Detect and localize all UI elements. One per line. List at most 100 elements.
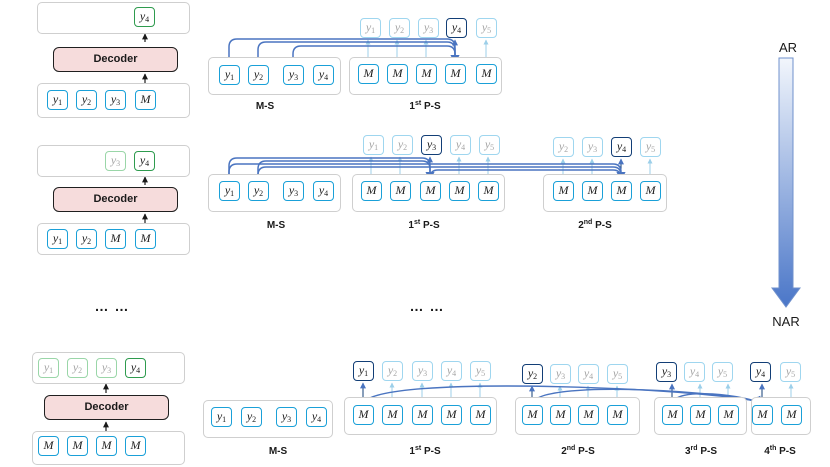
row1-link-y2: [257, 41, 460, 65]
row3-ps3-out-y5: y5: [712, 362, 733, 382]
row3-ms-y1: y1: [211, 407, 232, 427]
row2-ps1-mask-3: M: [420, 181, 441, 201]
row3-ps1-out-y4: y4: [441, 361, 462, 381]
row3-input-mask-3: M: [96, 436, 117, 456]
row2-output-frame: [37, 145, 190, 177]
row2-input-y1: y1: [47, 229, 68, 249]
row1-link-y1: [228, 38, 460, 65]
row1-output-frame: [37, 2, 190, 34]
row3-ps4-mask-1: M: [752, 405, 773, 425]
row3-ps2-mask-2: M: [550, 405, 571, 425]
row3-ps1-label: 1st P-S: [409, 445, 441, 457]
row2-ms-label: M-S: [266, 220, 286, 231]
row2-ms-y3: y3: [283, 181, 304, 201]
row3-ps4-out-y5: y5: [780, 362, 801, 382]
row2-link-y2-ps2: [257, 166, 626, 181]
row2-ps2-mask-3: M: [611, 181, 632, 201]
row3-ps1-out-y5: y5: [470, 361, 491, 381]
row3-ps4-label: 4th P-S: [764, 445, 796, 457]
row2-output-y4: y4: [134, 151, 155, 171]
row1-input-y1: y1: [47, 90, 68, 110]
row3-input-mask-4: M: [125, 436, 146, 456]
row3-ps2-mask-1: M: [522, 405, 543, 425]
row2-input-mask-1: M: [105, 229, 126, 249]
row3-ps3-label: 3rd P-S: [684, 445, 718, 457]
row3-ps2-out-y2: y2: [522, 364, 543, 384]
row1-input-y3: y3: [105, 90, 126, 110]
row2-link-y2-ps1: [257, 160, 435, 181]
ellipsis-middle: … …: [409, 298, 445, 314]
row2-ps1-label: 1st P-S: [408, 219, 440, 231]
row2-ps2-mask-2: M: [582, 181, 603, 201]
row3-input-mask-2: M: [67, 436, 88, 456]
row3-ps1-mask-2: M: [382, 405, 403, 425]
row1-ps1-out-y4: y4: [446, 18, 467, 38]
row1-ms-y1: y1: [219, 65, 240, 85]
row3-ms-y3: y3: [276, 407, 297, 427]
row3-ps3-mask-2: M: [690, 405, 711, 425]
row3-ps3-mask-1: M: [662, 405, 683, 425]
row1-ms-y3: y3: [283, 65, 304, 85]
row1-decoder: Decoder: [53, 47, 178, 72]
row3-ps1-mask-4: M: [441, 405, 462, 425]
row2-ps2-out-y2: y2: [553, 137, 574, 157]
row2-ps2-out-y3: y3: [582, 137, 603, 157]
row3-ms-y4: y4: [306, 407, 327, 427]
row2-ps2-mask-1: M: [553, 181, 574, 201]
row3-output-y1: y1: [38, 358, 59, 378]
row3-decoder: Decoder: [44, 395, 169, 420]
row2-link-y1-ps1: [228, 157, 435, 181]
ellipsis-left: … …: [94, 298, 130, 314]
row3-ps4-out-y4: y4: [750, 362, 771, 382]
row1-input-y2: y2: [76, 90, 97, 110]
row1-ps1-mask-5: M: [476, 64, 497, 84]
row1-ms-y4: y4: [313, 65, 334, 85]
row3-ps1-mask-3: M: [412, 405, 433, 425]
row3-ms-label: M-S: [268, 446, 288, 457]
row3-ps3-out-y4: y4: [684, 362, 705, 382]
row3-ps1-out-y2: y2: [382, 361, 403, 381]
row2-ps1-out-y4: y4: [450, 135, 471, 155]
row2-input-mask-2: M: [135, 229, 156, 249]
row1-ps1-out-y2: y2: [389, 18, 410, 38]
row3-ps1-out-y3: y3: [412, 361, 433, 381]
row2-link-y1-ps2: [228, 163, 626, 181]
row3-ps4-mask-2: M: [781, 405, 802, 425]
row2-ps1-out-y3: y3: [421, 135, 442, 155]
row3-output-y3: y3: [96, 358, 117, 378]
row3-ps2-out-y4: y4: [578, 364, 599, 384]
row3-output-y4: y4: [125, 358, 146, 378]
row2-ps1-out-y1: y1: [363, 135, 384, 155]
row1-ps1-mask-4: M: [445, 64, 466, 84]
row2-ps1-mask-2: M: [390, 181, 411, 201]
ar-label: AR: [778, 40, 798, 55]
row3-ps2-mask-3: M: [578, 405, 599, 425]
row1-ps1-mask-3: M: [416, 64, 437, 84]
row2-ms-y4: y4: [313, 181, 334, 201]
row1-input-mask: M: [135, 90, 156, 110]
row2-ps1-out-y5: y5: [479, 135, 500, 155]
row3-ps1-mask-5: M: [470, 405, 491, 425]
row3-output-y2: y2: [67, 358, 88, 378]
row3-input-mask-1: M: [38, 436, 59, 456]
row2-ms-y2: y2: [248, 181, 269, 201]
row2-ps1-mask-5: M: [478, 181, 499, 201]
row3-ps2-out-y3: y3: [550, 364, 571, 384]
row1-ps1-mask-1: M: [358, 64, 379, 84]
row2-decoder: Decoder: [53, 187, 178, 212]
row1-ps1-out-y5: y5: [476, 18, 497, 38]
row2-input-y2: y2: [76, 229, 97, 249]
ar-nar-arrow-shape: [771, 57, 801, 308]
row3-ps2-mask-4: M: [607, 405, 628, 425]
row2-ps2-label: 2nd P-S: [578, 219, 612, 231]
row1-ps1-out-y1: y1: [360, 18, 381, 38]
row2-ms-y1: y1: [219, 181, 240, 201]
row2-ps2-out-y4: y4: [611, 137, 632, 157]
row1-link-y3: [292, 45, 460, 65]
row3-ps3-out-y3: y3: [656, 362, 677, 382]
row2-ps1-mask-1: M: [361, 181, 382, 201]
row1-ps1-mask-2: M: [387, 64, 408, 84]
row2-ps2-mask-4: M: [640, 181, 661, 201]
